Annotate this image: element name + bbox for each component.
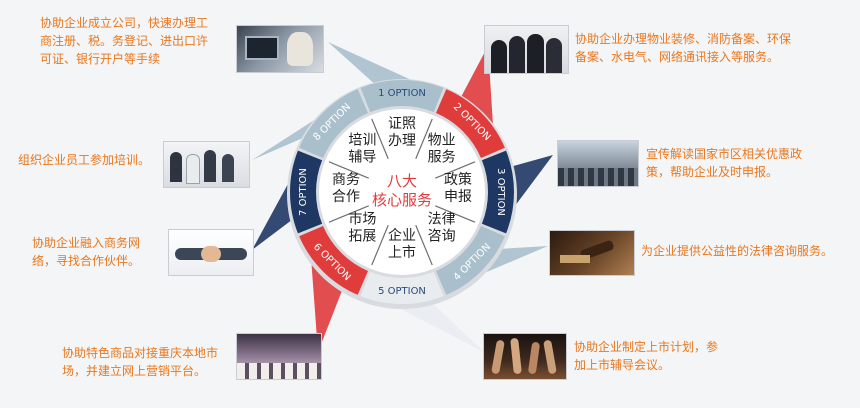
training-group-photo <box>163 141 250 188</box>
raised-hands-photo <box>483 333 567 380</box>
staff-team-photo <box>484 25 569 74</box>
desc-line: 协助企业办理物业装修、消防备案、环保 <box>575 32 792 46</box>
segment-divider <box>371 118 389 159</box>
option-segment <box>481 150 514 234</box>
option-7-description: 协助企业融入商务网 络，寻找合作伙伴。 <box>32 234 172 270</box>
pointer-arrow <box>377 297 484 352</box>
option-segment <box>436 89 505 158</box>
desc-line: 组织企业员工参加培训。 <box>18 153 151 167</box>
option-5-description: 协助企业制定上市计划，参 加上市辅导会议。 <box>574 338 754 374</box>
option-label: 7 OPTION <box>298 168 309 216</box>
desc-line: 络，寻找合作伙伴。 <box>32 254 141 268</box>
option-segment <box>299 89 368 158</box>
desc-line: 可证、银行开户等手续 <box>40 52 161 66</box>
handshake-photo <box>168 229 254 276</box>
option-8-description: 组织企业员工参加培训。 <box>18 151 178 169</box>
desc-line: 协助企业制定上市计划，参 <box>574 340 719 354</box>
center-title-line2: 核心服务 <box>372 191 432 209</box>
segment-divider <box>328 161 369 179</box>
option-label: 1 OPTION <box>378 88 426 99</box>
service-label: 证照办理 <box>388 116 416 149</box>
option-segment <box>436 226 505 295</box>
desc-line: 备案、水电气、网络通讯接入等服务。 <box>575 50 780 64</box>
desc-line: 加上市辅导会议。 <box>574 358 671 372</box>
option-segment <box>360 271 444 305</box>
option-1-description: 协助企业成立公司，快速办理工 商注册、税。务登记、进出口许 可证、银行开户等手续 <box>40 14 230 68</box>
desc-line: 场，并建立网上营销平台。 <box>62 364 207 378</box>
segment-divider <box>415 225 433 266</box>
hub-disc <box>374 164 430 220</box>
option-segment <box>360 79 444 113</box>
service-label: 市场拓展 <box>348 211 376 245</box>
option-4-description: 为企业提供公益性的法律咨询服务。 <box>641 242 851 260</box>
service-label: 政策申报 <box>444 171 472 205</box>
option-2-description: 协助企业办理物业装修、消防备案、环保 备案、水电气、网络通讯接入等服务。 <box>575 30 825 66</box>
desc-line: 协助企业成立公司，快速办理工 <box>40 16 209 30</box>
seminar-audience-photo <box>557 140 639 187</box>
desc-line: 商注册、税。务登记、进出口许 <box>40 34 209 48</box>
segment-divider <box>328 205 369 223</box>
service-label: 培训辅导 <box>348 132 376 165</box>
conference-hall-photo <box>236 333 322 380</box>
option-label: 3 OPTION <box>495 168 506 216</box>
desc-line: 为企业提供公益性的法律咨询服务。 <box>641 244 834 258</box>
option-6-description: 协助特色商品对接重庆本地市 场，并建立网上营销平台。 <box>62 344 242 380</box>
option-segment <box>290 150 323 234</box>
segment-divider <box>415 118 433 159</box>
service-label: 法律咨询 <box>428 212 456 245</box>
pointer-arrow <box>328 42 427 87</box>
pointer-arrow <box>507 155 553 217</box>
center-title-line1: 八大 <box>387 172 417 190</box>
desc-line: 协助企业融入商务网 <box>32 236 141 250</box>
pointer-arrow <box>252 167 297 250</box>
segment-divider <box>435 205 476 223</box>
service-label: 企业上市 <box>388 227 416 261</box>
option-3-description: 宣传解读国家市区相关优惠政 策，帮助企业及时申报。 <box>646 145 826 181</box>
office-worker-photo <box>236 25 324 73</box>
service-label: 物业服务 <box>428 132 456 165</box>
option-label: 5 OPTION <box>378 286 426 297</box>
desc-line: 宣传解读国家市区相关优惠政 <box>646 147 803 161</box>
segment-divider <box>435 161 476 179</box>
judge-gavel-photo <box>549 230 635 276</box>
pointer-arrow <box>310 249 345 352</box>
service-label: 商务合作 <box>332 172 360 205</box>
option-segment <box>299 226 368 295</box>
segment-divider <box>371 225 389 266</box>
desc-line: 策，帮助企业及时申报。 <box>646 165 779 179</box>
desc-line: 协助特色商品对接重庆本地市 <box>62 346 219 360</box>
